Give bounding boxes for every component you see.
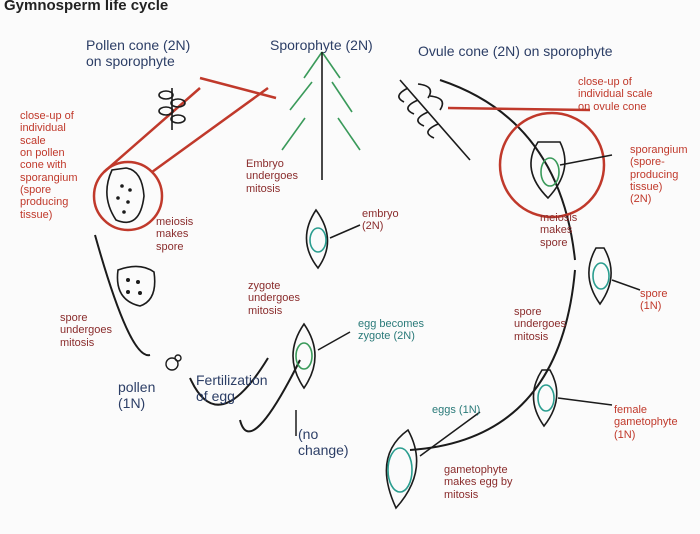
pollen-cone-connector <box>199 76 277 100</box>
meiosis-ovule-label: meiosis makes spore <box>540 212 578 249</box>
page-title: Gymnosperm life cycle <box>4 0 169 14</box>
pollen-callout-line-1 <box>151 86 269 174</box>
cycle-arc-bottom-left <box>239 359 301 433</box>
fertilization-arrow <box>189 357 269 406</box>
zygote-ovule <box>292 322 316 390</box>
pollen-spores-sac <box>116 265 156 307</box>
female-gametophyte-label: female gametophyte (1N) <box>614 404 678 441</box>
ovule-cone-sketch <box>398 79 471 161</box>
no-change-label: (no change) <box>298 426 349 458</box>
ovule-scale-circle <box>498 111 606 219</box>
spore-mitosis-right-label: spore undergoes mitosis <box>514 306 566 343</box>
pollen-grain <box>165 354 182 371</box>
ovule-sporangium-closeup <box>530 141 566 200</box>
embryo-pointer <box>329 224 361 239</box>
pollen-1n-label: pollen (1N) <box>118 379 156 411</box>
cycle-arc-bottom-right <box>409 269 576 451</box>
closeup-ovule-label: close-up of individual scale on ovule co… <box>578 76 653 113</box>
cycle-arc-left <box>94 234 151 357</box>
embryo-mitosis-label: Embryo undergoes mitosis <box>246 158 298 195</box>
embryo-ovule <box>305 208 329 270</box>
zygote-mitosis-label: zygote undergoes mitosis <box>248 280 300 317</box>
female-gametophyte-pointer <box>557 397 613 406</box>
pollen-cone-sketch <box>158 88 186 130</box>
egg-ovule <box>385 428 418 510</box>
eggs-pointer <box>419 411 481 457</box>
female-gametophyte-ovule <box>532 369 558 428</box>
spore-ovule-right <box>588 247 612 306</box>
sporophyte-tree <box>281 51 361 180</box>
meiosis-pollen-label: meiosis makes spore <box>156 216 194 253</box>
pollen-scale-circle <box>92 160 164 232</box>
sporophyte-label: Sporophyte (2N) <box>270 37 373 53</box>
closeup-pollen-label: close-up of individual scale on pollen c… <box>20 110 78 221</box>
sporangium-pointer <box>559 154 613 166</box>
egg-zygote-pointer <box>317 331 351 351</box>
spore-mitosis-left-label: spore undergoes mitosis <box>60 312 112 349</box>
spore-1n-label: spore (1N) <box>640 288 668 313</box>
egg-zygote-label: egg becomes zygote (2N) <box>358 318 425 343</box>
embryo-2n-label: embryo (2N) <box>362 208 399 233</box>
cycle-arc-right <box>439 79 576 261</box>
eggs-1n-label: eggs (1N) <box>432 404 481 416</box>
sporangium-label: sporangium (spore- producing tissue) (2N… <box>630 144 688 206</box>
gametophyte-egg-label: gametophyte makes egg by mitosis <box>444 464 513 501</box>
pollen-cone-label: Pollen cone (2N) on sporophyte <box>86 37 191 69</box>
spore-pointer <box>611 279 641 291</box>
ovule-cone-label: Ovule cone (2N) on sporophyte <box>418 43 613 59</box>
pollen-callout-line-2 <box>103 87 201 173</box>
fertilization-label: Fertilization of egg <box>196 372 268 404</box>
pollen-sporangium <box>106 167 145 224</box>
ovule-callout-line <box>447 106 591 112</box>
